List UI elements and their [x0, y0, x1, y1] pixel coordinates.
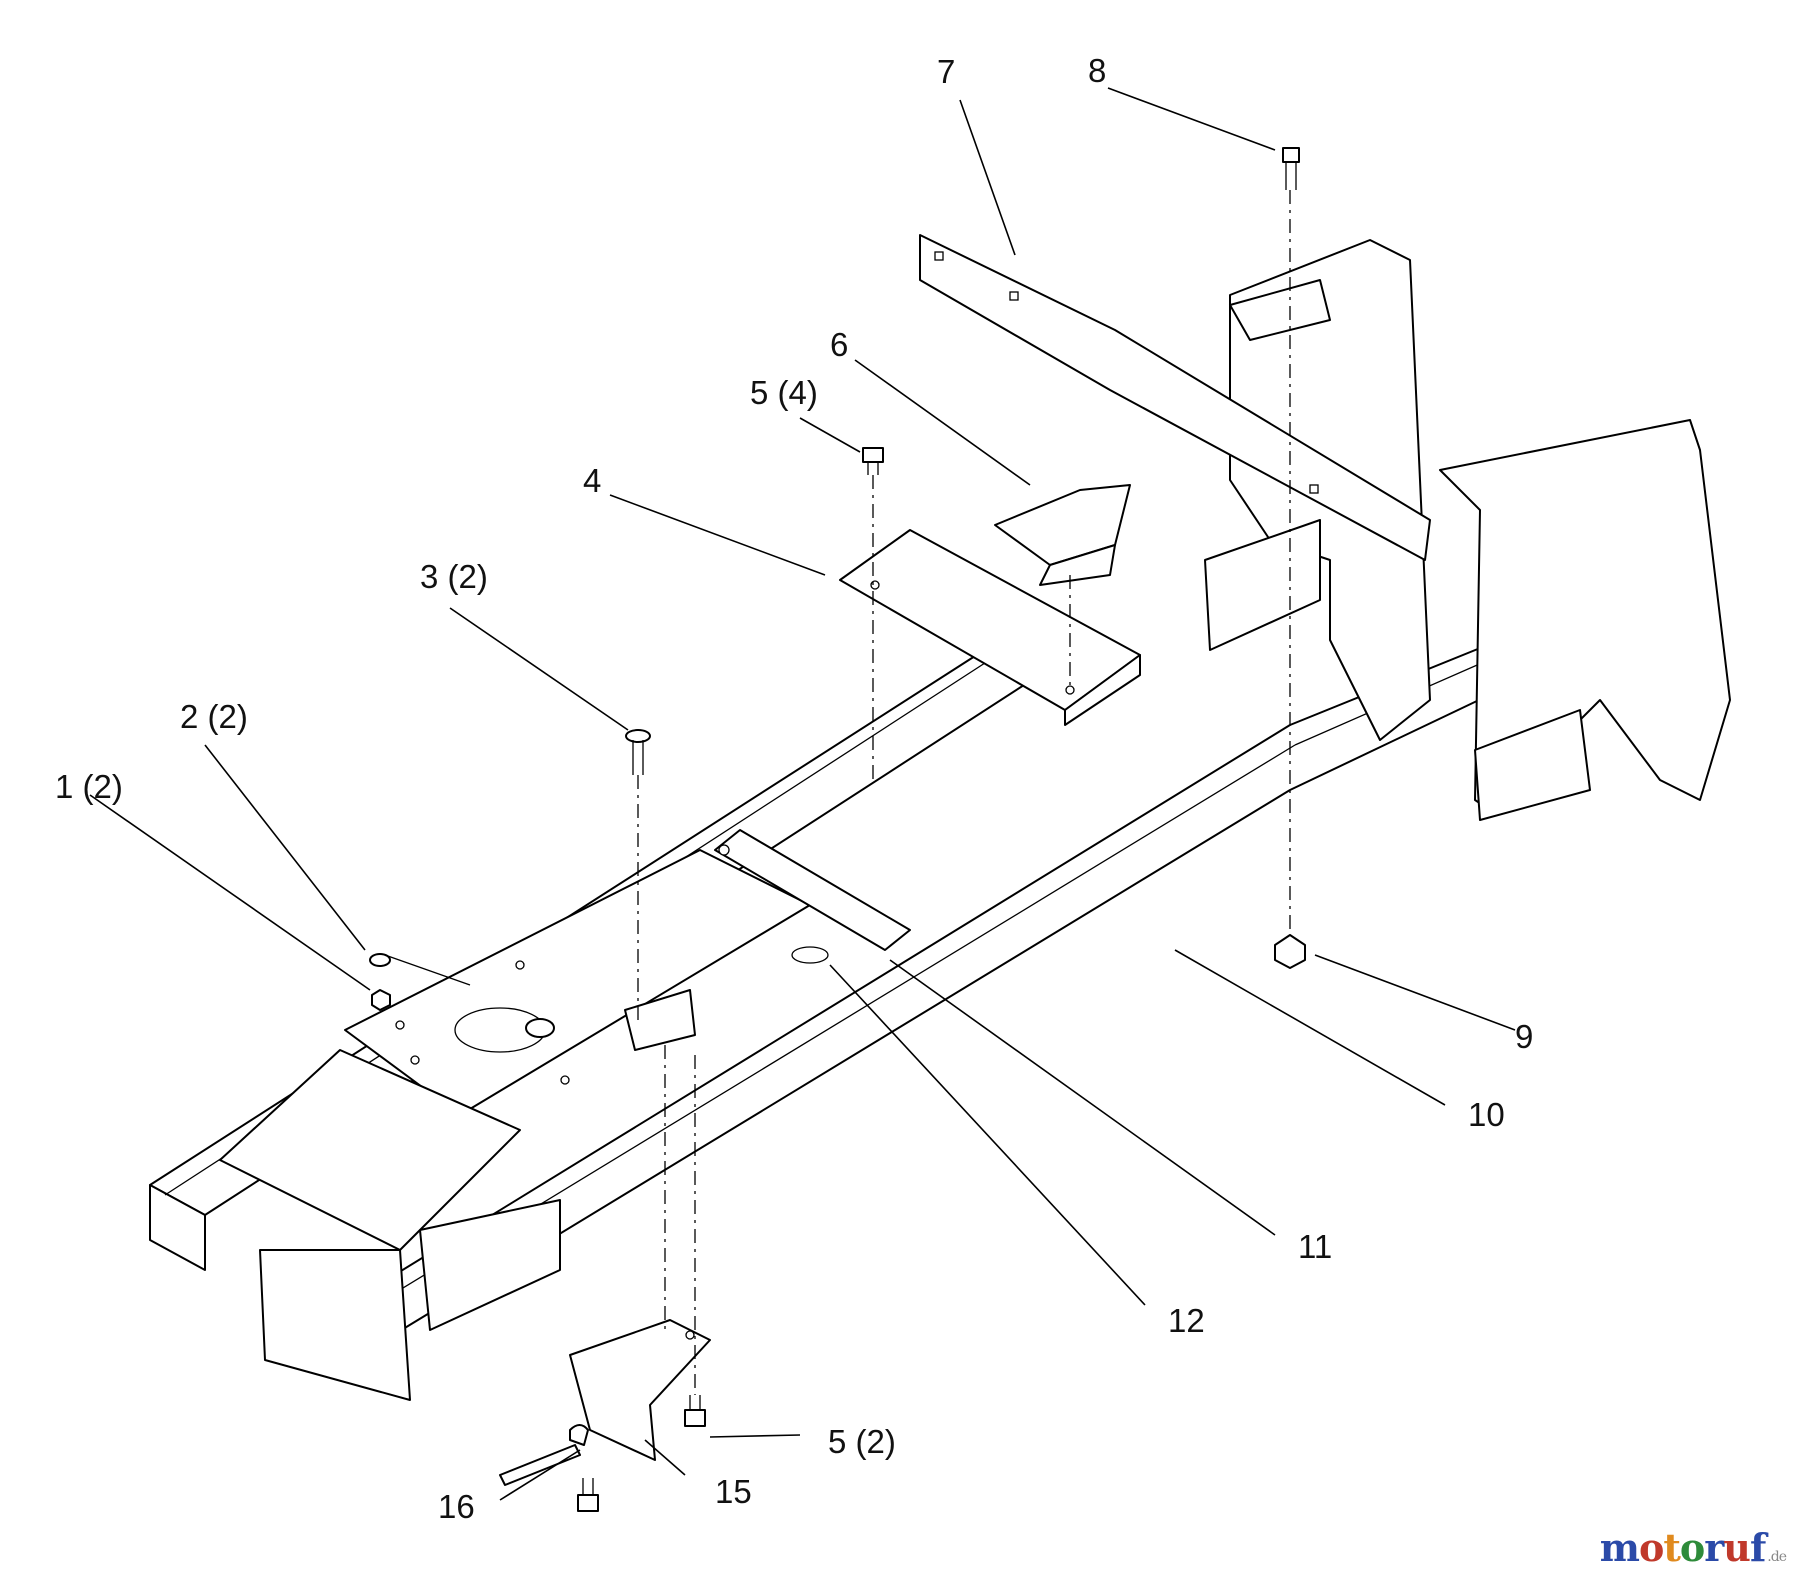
rear-housing	[1204, 239, 1731, 821]
watermark-letter: f	[1749, 1525, 1766, 1570]
leader-lines	[89, 87, 1516, 1501]
callout-7: 7	[937, 53, 956, 90]
grommet-center	[525, 1018, 555, 1038]
bolt-8	[1282, 147, 1300, 190]
nut-1	[371, 989, 391, 1011]
callout-2: 2 (2)	[180, 698, 248, 735]
callout-6: 6	[830, 326, 849, 363]
callout-1: 1 (2)	[55, 768, 123, 805]
part-7-brace	[919, 234, 1431, 561]
callout-15: 15	[715, 1473, 752, 1510]
callout-9: 9	[1515, 1018, 1534, 1055]
screw-5-bottom	[684, 1395, 706, 1427]
bolt-3	[625, 729, 651, 775]
watermark-letter: t	[1663, 1525, 1681, 1570]
watermark-letter: o	[1638, 1525, 1664, 1570]
part-6-bracket	[994, 484, 1131, 586]
front-tunnel	[219, 1049, 561, 1401]
part-11-pivot	[714, 829, 911, 951]
callout-11: 11	[1298, 1228, 1333, 1265]
washer-2	[369, 953, 391, 967]
part-16-clamp	[499, 1424, 589, 1486]
watermark-suffix: .de	[1767, 1549, 1787, 1565]
motoruf-watermark-logo: motoruf.de	[1599, 1525, 1787, 1570]
alignment-lines	[384, 190, 1291, 1395]
mount-plate-small	[624, 989, 696, 1051]
watermark-letter: o	[1679, 1525, 1705, 1570]
callout-16: 16	[438, 1488, 475, 1525]
callout-8: 8	[1088, 52, 1107, 89]
screw-5-top	[862, 447, 884, 475]
callout-3: 3 (2)	[420, 558, 488, 595]
callout-10: 10	[1468, 1096, 1505, 1133]
watermark-letter: m	[1599, 1525, 1640, 1570]
callout-4: 4	[583, 462, 602, 499]
callout-5-top: 5 (4)	[750, 374, 818, 411]
callout-5-bottom: 5 (2)	[828, 1423, 896, 1460]
hardware	[369, 147, 1306, 1512]
nut-9	[1274, 934, 1306, 969]
callout-12: 12	[1168, 1302, 1205, 1339]
part-4-bracket	[839, 529, 1141, 726]
watermark-letter: r	[1704, 1525, 1724, 1570]
part-15-mount	[569, 1319, 711, 1461]
screw-16-bottom	[577, 1478, 599, 1512]
watermark-letter: u	[1723, 1525, 1751, 1570]
